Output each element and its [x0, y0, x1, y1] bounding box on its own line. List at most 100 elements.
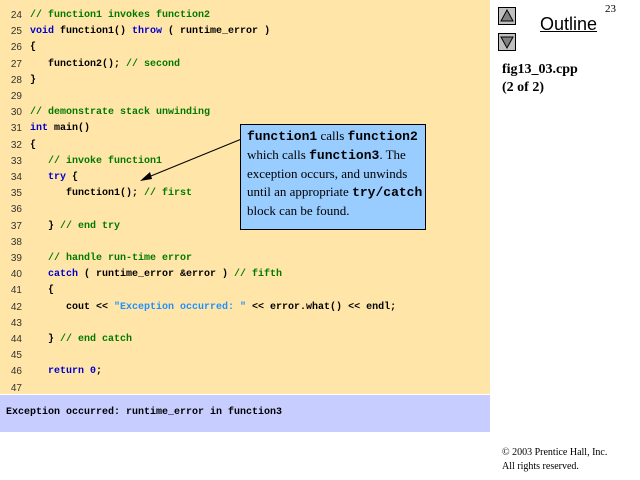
code-line: 36: [0, 202, 490, 218]
line-number: 27: [10, 58, 22, 70]
code-line: 24 // function1 invokes function2: [0, 8, 490, 24]
line-number: 29: [10, 91, 22, 102]
line-number: 44: [10, 334, 22, 345]
code-line: 37 } // end try: [0, 219, 490, 235]
code-text: function1(); // first: [30, 186, 192, 202]
line-number: 40: [10, 269, 22, 281]
line-number: 34: [10, 172, 22, 183]
code-token: function1();: [30, 188, 145, 200]
code-token: {: [30, 139, 37, 151]
code-line: 40 catch ( runtime_error &error ) // fif…: [0, 267, 490, 283]
line-number: 30: [10, 107, 22, 119]
code-token: // end catch: [60, 334, 133, 345]
code-token: try: [30, 172, 67, 183]
code-line: 33 // invoke function1: [0, 154, 490, 170]
line-number: 47: [10, 382, 22, 394]
line-number: 24: [10, 10, 22, 21]
line-number: 41: [10, 285, 22, 297]
page-number: 23: [605, 3, 616, 15]
callout-text-2: which calls: [247, 147, 310, 162]
code-token: << error.what() << endl;: [246, 301, 397, 313]
line-number: 46: [10, 366, 22, 378]
code-text: void function1() throw ( runtime_error ): [30, 24, 270, 40]
line-number: 26: [10, 42, 22, 54]
code-token: // first: [144, 188, 193, 200]
down-triangle-icon: [500, 36, 514, 50]
code-token: // handle run-time error: [30, 253, 193, 264]
code-token: }: [30, 334, 61, 345]
code-token: ;: [96, 366, 103, 378]
line-number: 42: [10, 301, 22, 313]
code-text: return 0;: [30, 364, 102, 380]
code-line: 29: [0, 89, 490, 105]
line-number: 38: [10, 236, 22, 248]
code-text: {: [30, 138, 36, 154]
code-line: 28}: [0, 73, 490, 89]
program-output: Exception occurred: runtime_error in fun…: [0, 395, 490, 432]
callout-text-1: calls: [317, 128, 348, 143]
code-line: 39 // handle run-time error: [0, 251, 490, 267]
code-text: int main(): [30, 121, 90, 137]
code-token: throw: [132, 26, 163, 38]
code-text: try {: [30, 170, 78, 186]
code-token: }: [30, 220, 61, 232]
code-token: catch: [30, 269, 79, 281]
line-number: 25: [10, 26, 22, 38]
code-line: 43: [0, 316, 490, 332]
code-text: } // end try: [30, 219, 120, 235]
code-token: void: [30, 26, 55, 38]
previous-slide-button[interactable]: [498, 7, 516, 25]
line-number: 36: [10, 204, 22, 216]
code-text: {: [30, 283, 54, 299]
line-number: 39: [10, 253, 22, 264]
code-text: // demonstrate stack unwinding: [30, 105, 210, 121]
code-token: // function1 invokes function2: [30, 10, 211, 21]
rights-notice: All rights reserved.: [502, 461, 579, 472]
code-token: // fifth: [234, 269, 283, 281]
code-text: function2(); // second: [30, 57, 180, 73]
code-line: 26 {: [0, 40, 490, 56]
code-token: function2();: [30, 58, 127, 70]
code-token: {: [30, 285, 55, 297]
callout-try-catch: try/catch: [352, 185, 423, 200]
code-text: } // end catch: [30, 332, 132, 348]
code-text: // invoke function1: [30, 154, 162, 170]
code-text: {: [30, 40, 36, 56]
callout-func2: function2: [347, 129, 418, 144]
output-text: Exception occurred: runtime_error in fun…: [6, 407, 283, 418]
code-token: // demonstrate stack unwinding: [30, 107, 211, 119]
callout-text-3: . The exception occurs, and unwinds unti…: [247, 147, 408, 199]
code-line: 27 function2(); // second: [0, 57, 490, 73]
code-token: int: [30, 123, 49, 135]
code-line: 30 // demonstrate stack unwinding: [0, 105, 490, 121]
code-token: ( runtime_error &error ): [78, 269, 235, 281]
code-line: 47: [0, 381, 490, 394]
code-line: 41 {: [0, 283, 490, 299]
code-line: 35 function1(); // first: [0, 186, 490, 202]
line-number: 32: [10, 139, 22, 151]
copyright-notice: © 2003 Prentice Hall, Inc.: [502, 447, 608, 458]
code-token: 0: [90, 366, 97, 378]
next-slide-button[interactable]: [498, 33, 516, 51]
code-text: // handle run-time error: [30, 251, 192, 267]
code-token: // second: [126, 58, 181, 70]
line-number: 33: [10, 155, 22, 167]
code-token: return: [30, 366, 85, 378]
code-token: // end try: [60, 220, 121, 232]
code-token: {: [66, 172, 79, 183]
code-line: 32 {: [0, 138, 490, 154]
callout-func1: function1: [247, 129, 318, 144]
line-number: 28: [10, 74, 22, 86]
code-token: main(): [48, 123, 91, 135]
explanation-callout: function1 calls function2 which calls fu…: [240, 124, 426, 230]
code-token: "Exception occurred: ": [114, 301, 247, 313]
callout-text-4: block can be found.: [247, 203, 350, 218]
callout-func3: function3: [309, 148, 380, 163]
code-line: 44 } // end catch: [0, 332, 490, 348]
outline-title[interactable]: Outline: [540, 14, 598, 34]
code-line: 38: [0, 235, 490, 251]
code-text: // function1 invokes function2: [30, 8, 210, 24]
code-token: }: [30, 74, 37, 86]
line-number: 37: [10, 220, 22, 232]
